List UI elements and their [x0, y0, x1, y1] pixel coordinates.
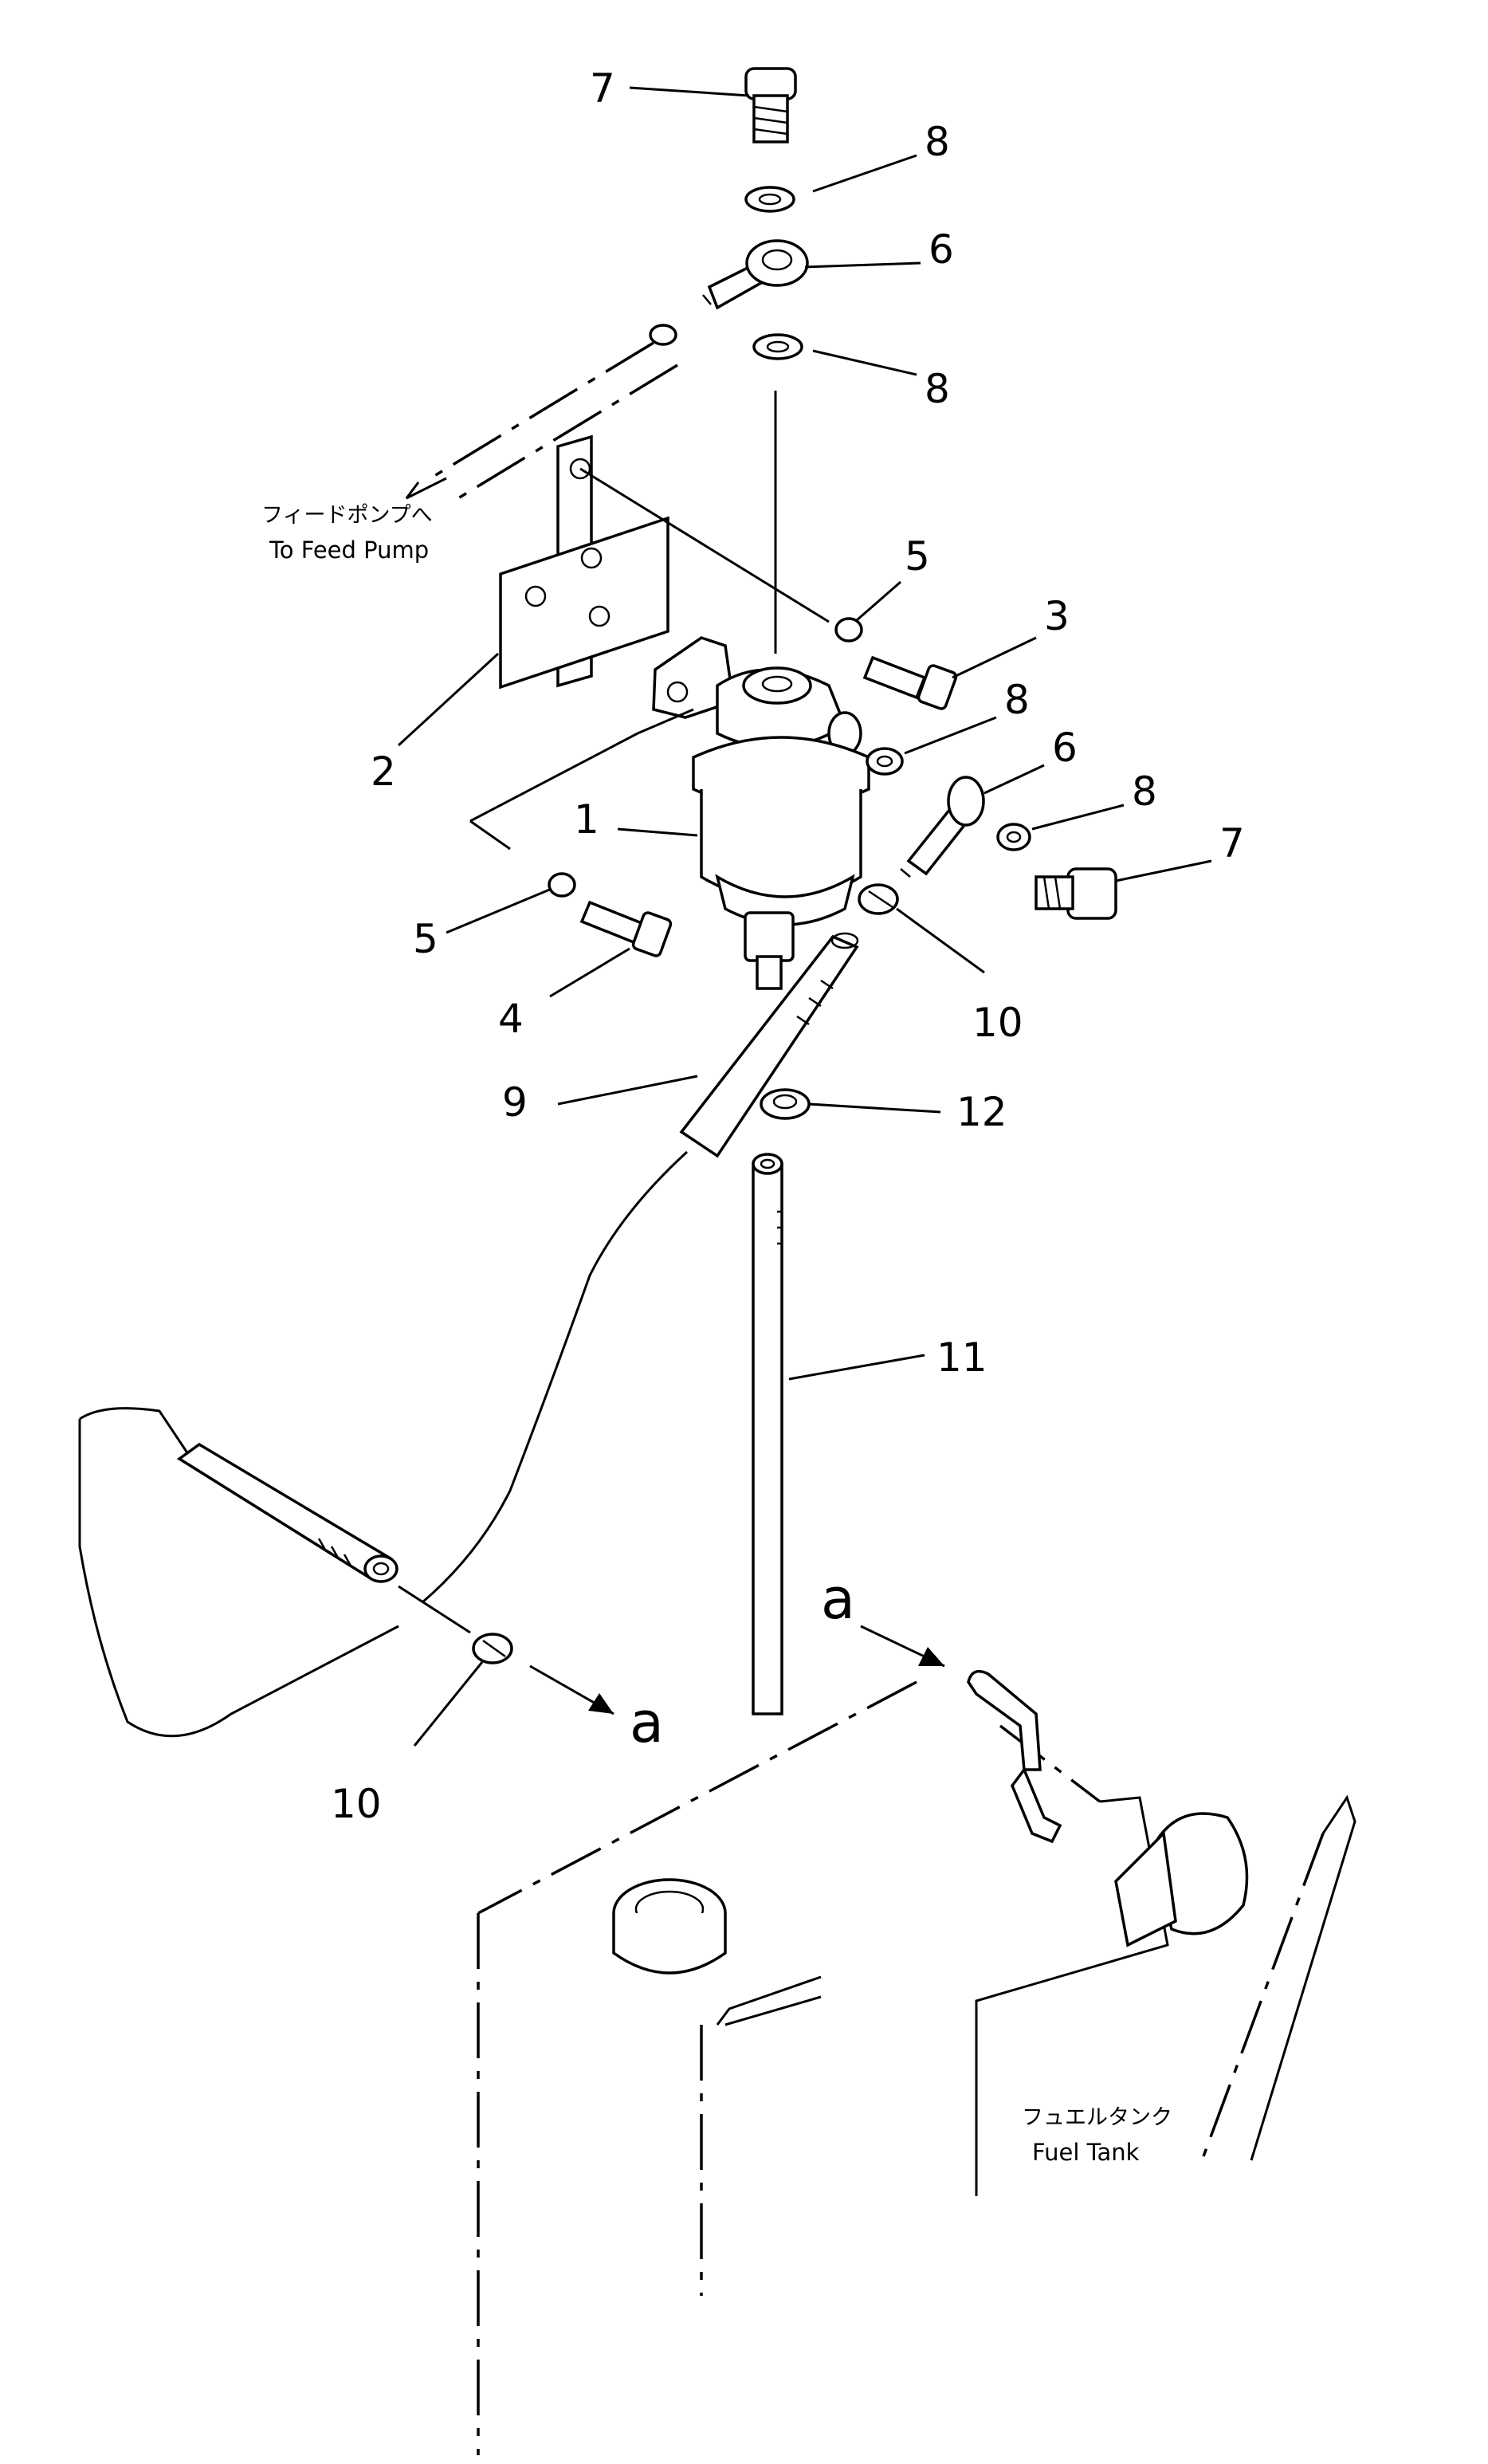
hose-clamp-12: [760, 1088, 811, 1120]
banjo-bolt-top: [744, 67, 797, 143]
washer-8-right: [996, 823, 1031, 851]
callout-10-upper: 10: [972, 1000, 1023, 1046]
callout-8-mid: 8: [1004, 677, 1030, 723]
hose-clamp-10-lower: [398, 1585, 513, 1664]
bolt-4: [579, 900, 673, 957]
bolt-3-path-line: [579, 467, 830, 623]
callout-9: 9: [502, 1079, 528, 1126]
callout-2: 2: [371, 749, 396, 795]
hose-9: [679, 932, 859, 1158]
callout-12: 12: [956, 1089, 1007, 1135]
washer-8-mid: [866, 747, 904, 776]
callout-10-lower: 10: [331, 1781, 382, 1827]
connection-marker-a-hose: a: [630, 1690, 664, 1755]
washer-5-left: [548, 872, 576, 898]
tank-inlet-pipe: [967, 1669, 1062, 1844]
eye-fitting-right: [900, 776, 985, 878]
fuel-filter: [652, 636, 870, 990]
washer-5-right: [834, 617, 863, 643]
callout-1: 1: [574, 796, 599, 843]
callout-3: 3: [1044, 593, 1070, 639]
callout-6-top: 6: [929, 226, 954, 273]
callout-labels: 7 8 6 8 5 3 8 6 8 7 2 1 5 4 10 9 12 11 1…: [331, 65, 1245, 1827]
caption-fuel-tank-jp: フュエルタンク: [1022, 2105, 1172, 2130]
caption-feed-pump-jp: フィードポンプへ: [261, 503, 433, 528]
washer-top-1: [744, 186, 795, 213]
callout-8-second: 8: [925, 366, 950, 412]
fuel-tank: [477, 1680, 1356, 2455]
caption-feed-pump-en: To Feed Pump: [269, 536, 429, 564]
leader-lines: [397, 86, 1212, 1747]
callout-8-top: 8: [925, 119, 950, 165]
callout-11: 11: [936, 1334, 987, 1381]
hose-route-line: [422, 1150, 689, 1604]
caption-fuel-tank-en: Fuel Tank: [1032, 2139, 1140, 2166]
bolt-3: [862, 655, 958, 710]
hose-to-feed-pump: [405, 324, 678, 502]
mounting-bracket: [499, 434, 669, 690]
callout-5-right: 5: [905, 533, 930, 580]
callout-7-right: 7: [1219, 820, 1245, 867]
filter-mount-line: [469, 708, 694, 823]
callout-4: 4: [498, 996, 524, 1042]
callout-6-right: 6: [1052, 725, 1078, 771]
washer-top-2: [752, 333, 803, 360]
pipe-11: [752, 1153, 783, 1715]
hose-clamp-10-upper: [858, 883, 899, 915]
callout-7-top: 7: [590, 65, 615, 112]
lower-hose: [78, 1407, 399, 1738]
callout-8-right: 8: [1132, 768, 1157, 815]
banjo-bolt-right: [1035, 867, 1117, 920]
connection-marker-a-tank: a: [821, 1566, 855, 1632]
eye-fitting-top: [702, 239, 809, 310]
callout-5-left: 5: [413, 916, 438, 962]
